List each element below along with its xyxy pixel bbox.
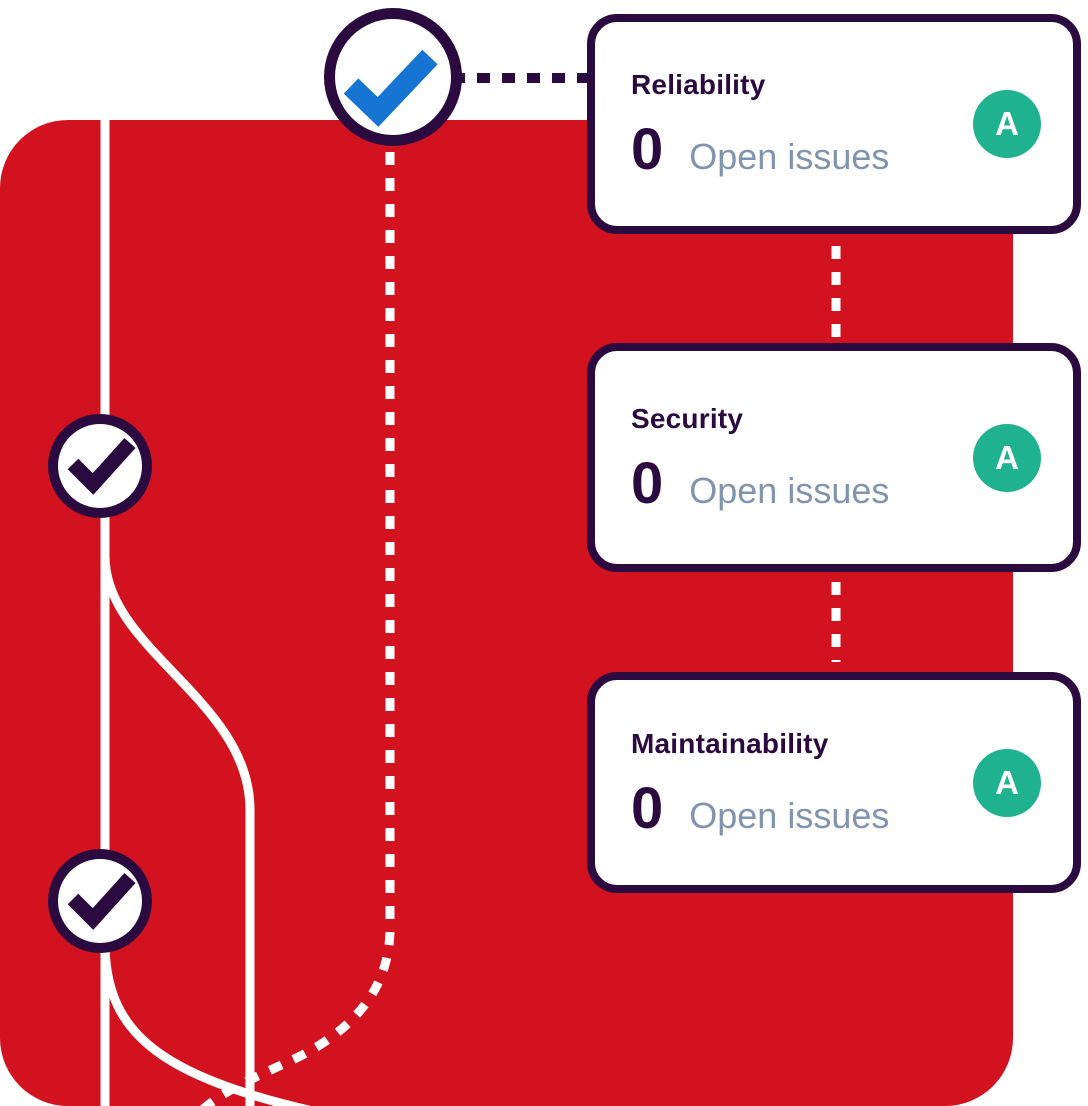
red-background-panel — [0, 120, 1013, 1106]
open-issues-count: 0 — [631, 117, 664, 182]
grade-letter: A — [995, 763, 1019, 801]
check-icon — [67, 437, 136, 495]
card-title: Security — [631, 402, 744, 434]
card-title: Reliability — [631, 69, 766, 100]
branch-line-right — [100, 555, 255, 1106]
check-icon — [343, 49, 438, 127]
card-title: Maintainability — [631, 727, 829, 759]
grade-badge: A — [973, 90, 1041, 158]
open-issues-label: Open issues — [689, 469, 890, 511]
metric-card-maintainability[interactable]: Maintainability 0 Open issues A — [587, 672, 1081, 893]
branch-line-curve — [100, 947, 312, 1106]
open-issues-count: 0 — [631, 775, 664, 841]
checkpoint-node-top — [324, 8, 462, 146]
metric-card-reliability[interactable]: Reliability 0 Open issues A — [587, 14, 1081, 234]
open-issues-label: Open issues — [689, 136, 890, 177]
grade-letter: A — [995, 438, 1019, 476]
grade-badge: A — [973, 423, 1041, 492]
card-metric-row: 0 Open issues — [631, 775, 943, 841]
check-icon — [67, 872, 136, 930]
metric-card-security[interactable]: Security 0 Open issues A — [587, 343, 1081, 572]
dashed-branch-line — [199, 152, 395, 1106]
open-issues-count: 0 — [631, 450, 664, 516]
card-metric-row: 0 Open issues — [631, 450, 943, 516]
open-issues-label: Open issues — [689, 794, 890, 836]
grade-letter: A — [995, 105, 1019, 142]
grade-badge: A — [973, 748, 1041, 817]
card-metric-row: 0 Open issues — [631, 121, 943, 179]
